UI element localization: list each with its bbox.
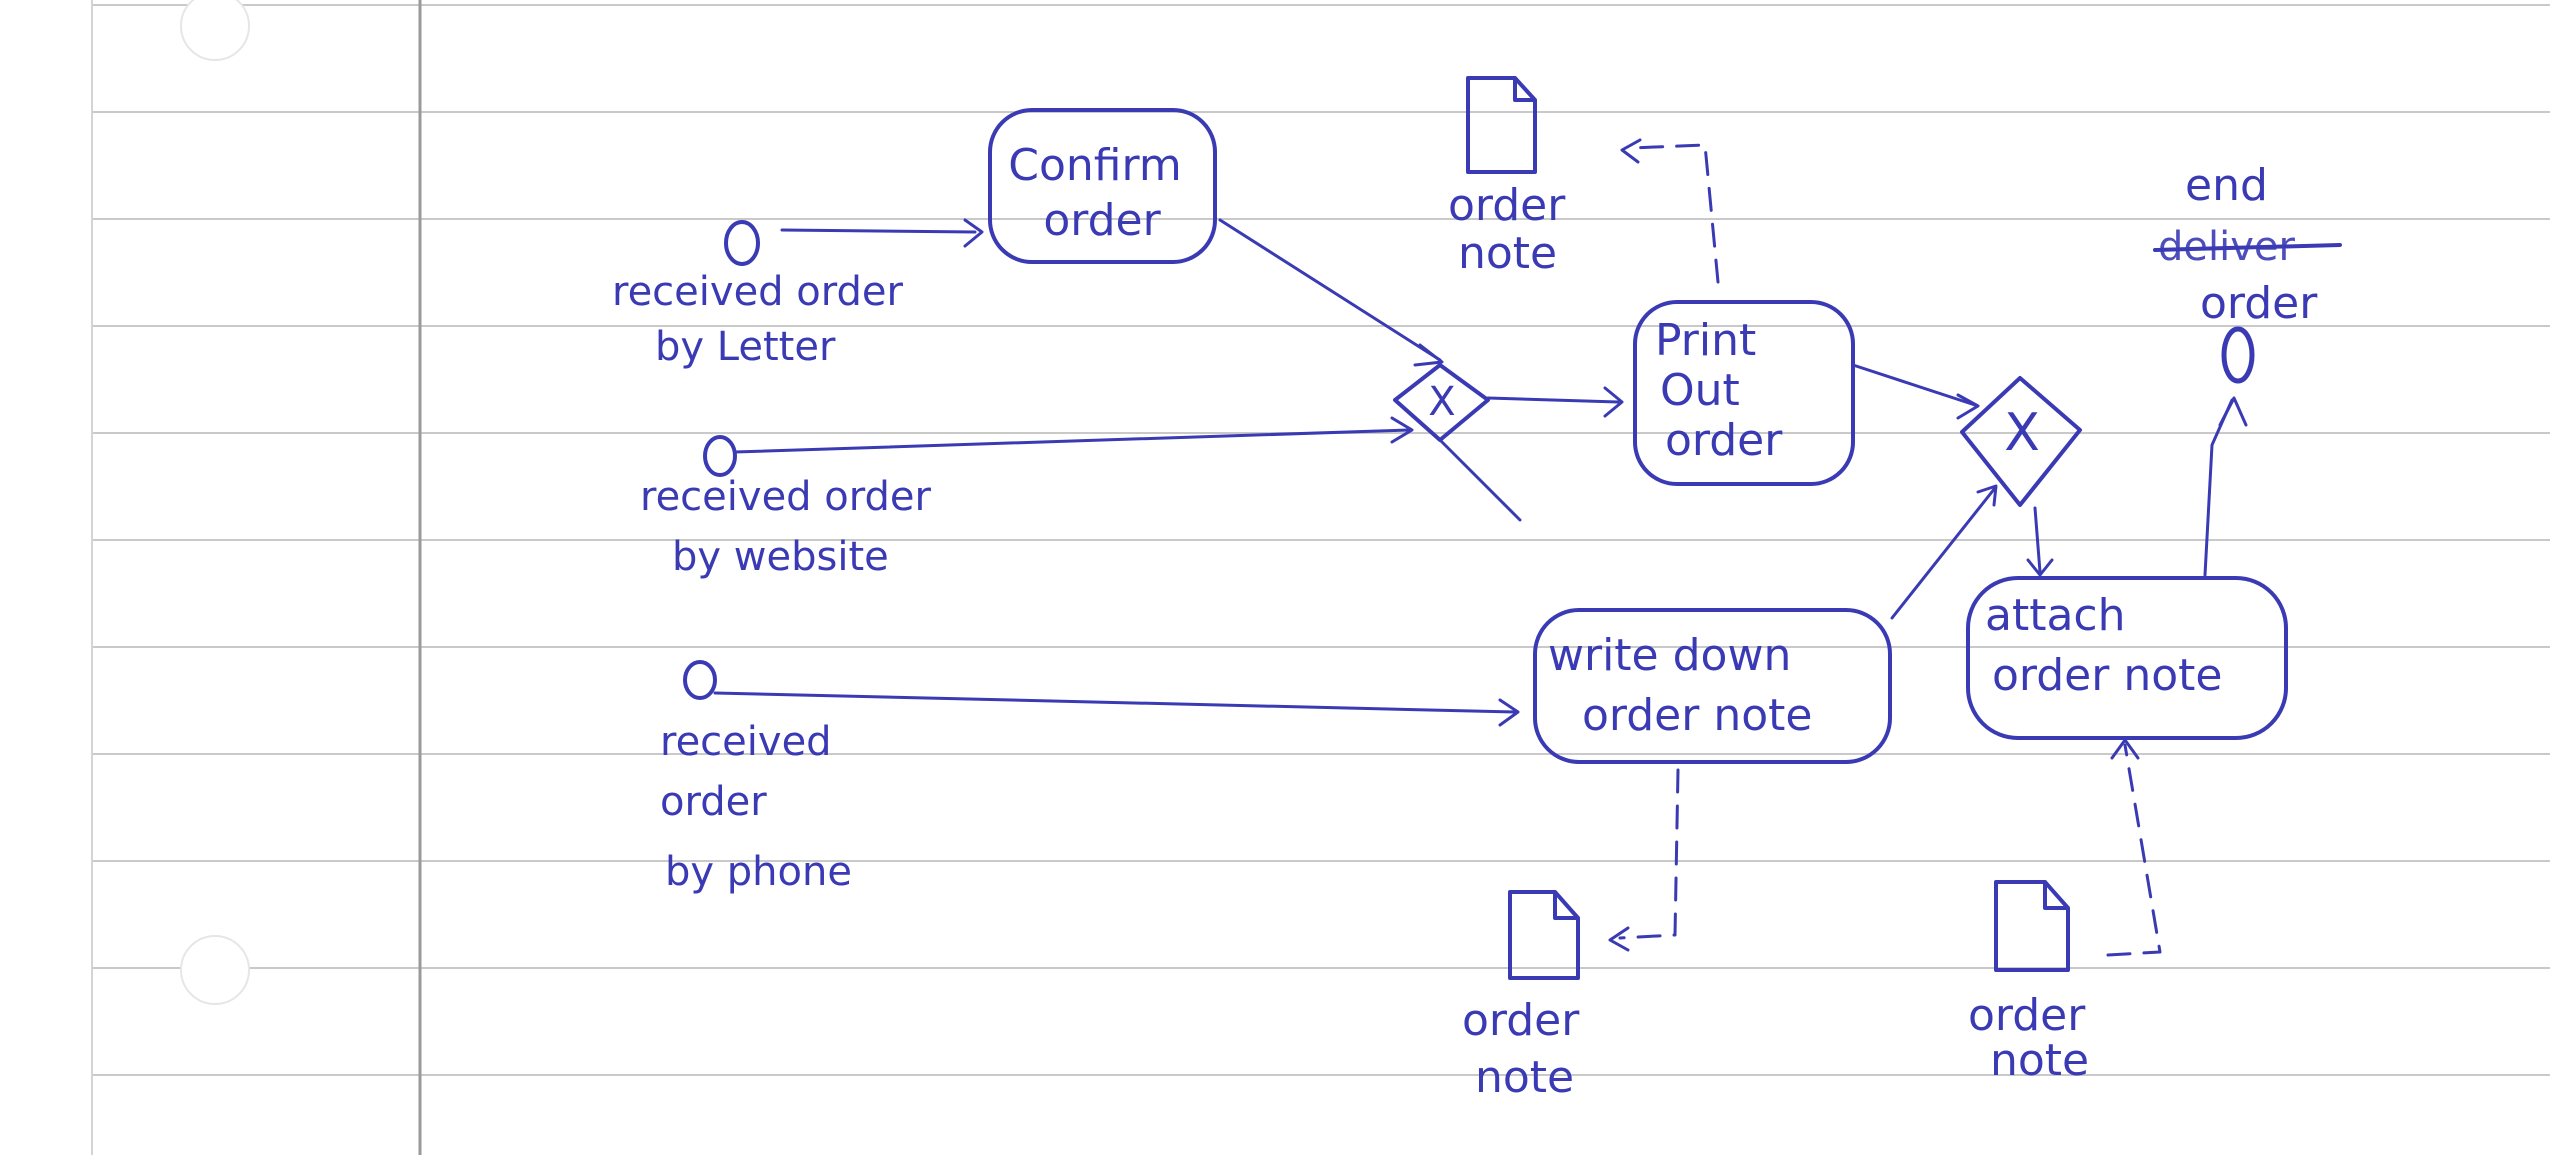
task-box bbox=[1533, 608, 1892, 764]
arrowhead bbox=[1608, 926, 1630, 952]
event-label-line: order bbox=[660, 779, 767, 825]
svg-text:order: order bbox=[2200, 278, 2318, 329]
flow-merge-to-print bbox=[1486, 396, 1620, 404]
end-label-line: end bbox=[2185, 160, 2268, 211]
task-box bbox=[1633, 300, 1855, 486]
arrowhead bbox=[1976, 484, 1998, 507]
start-event-website: received order by website bbox=[640, 435, 944, 580]
arrowhead bbox=[1390, 416, 1414, 444]
document-icon bbox=[1508, 890, 1580, 980]
end-event-circle bbox=[2221, 326, 2255, 384]
arrowhead bbox=[2110, 738, 2140, 760]
task-box bbox=[988, 108, 1217, 264]
end-label-line: order bbox=[2200, 278, 2318, 329]
data-label-line: note bbox=[1475, 1052, 1574, 1103]
data-object-order-note-top: order note bbox=[1448, 76, 1579, 279]
arrowhead bbox=[2026, 558, 2054, 577]
task-label-line: Print bbox=[1655, 315, 1756, 366]
gateway-join: X bbox=[1960, 376, 2082, 507]
arrowhead bbox=[1498, 698, 1520, 727]
task-print-out-order: Print Out order bbox=[1633, 300, 1855, 486]
svg-text:order note: order note bbox=[1448, 180, 1579, 279]
task-label-line: Confirm bbox=[1008, 140, 1181, 191]
binder-hole-bottom bbox=[180, 935, 250, 1005]
event-label-line: by website bbox=[672, 534, 889, 580]
task-confirm-order: Confirm order bbox=[988, 108, 1217, 264]
data-label-line: order bbox=[1462, 995, 1580, 1046]
flow-letter-to-confirm bbox=[780, 228, 977, 234]
strike-through bbox=[2153, 243, 2342, 252]
data-label-line: note bbox=[1458, 228, 1557, 279]
flow-write-to-join bbox=[1890, 486, 1997, 620]
svg-text:write down order note: write down order note bbox=[1548, 630, 1812, 741]
start-event-circle bbox=[683, 660, 717, 700]
svg-text:attach order note: attach order note bbox=[1985, 590, 2222, 701]
association-note-to-attach bbox=[2106, 743, 2162, 957]
event-label-line: received order bbox=[612, 269, 903, 315]
task-label-line: order note bbox=[1992, 650, 2222, 701]
flow-print-to-join bbox=[1851, 363, 1977, 407]
event-label-line: by Letter bbox=[655, 324, 836, 370]
association-print-to-note-top bbox=[1628, 143, 1720, 284]
gateway-symbol: X bbox=[2004, 403, 2040, 463]
svg-text:order note: order note bbox=[1968, 990, 2099, 1086]
svg-text:received order by Letter: received order by Letter bbox=[612, 269, 916, 370]
gateway-diamond bbox=[1960, 376, 2082, 507]
task-label-line: order note bbox=[1582, 690, 1812, 741]
data-associations bbox=[1608, 138, 2162, 957]
arrowhead bbox=[2218, 396, 2248, 427]
task-write-down-order-note: write down order note bbox=[1533, 608, 1892, 764]
flow-phone-to-write bbox=[713, 691, 1517, 714]
event-label-line: received order bbox=[640, 474, 931, 520]
ruled-lines bbox=[92, 4, 2550, 1076]
event-label-line: received bbox=[660, 719, 832, 765]
arrowhead bbox=[1413, 343, 1444, 367]
task-attach-order-note: attach order note bbox=[1966, 576, 2288, 740]
data-label-line: order bbox=[1448, 180, 1566, 231]
task-label-line: write down bbox=[1548, 630, 1791, 681]
svg-text:end: end bbox=[2185, 160, 2268, 211]
binder-hole-top bbox=[180, 0, 250, 61]
end-event-order: end deliver order bbox=[2153, 160, 2342, 384]
task-label-line: order bbox=[1043, 195, 1161, 246]
start-event-letter: received order by Letter bbox=[612, 220, 916, 370]
gateway-symbol: X bbox=[1428, 379, 1455, 425]
arrowhead bbox=[1956, 393, 1980, 420]
start-event-phone: received order by phone bbox=[660, 660, 852, 895]
svg-text:Print Out order: Print Out order bbox=[1655, 315, 1783, 466]
data-label-line: order bbox=[1968, 990, 2086, 1041]
data-label-line: note bbox=[1990, 1035, 2089, 1086]
svg-text:Confirm order: Confirm order bbox=[1008, 140, 1195, 246]
sequence-flows bbox=[713, 218, 2248, 727]
start-event-circle bbox=[703, 435, 737, 477]
flow-confirm-to-merge bbox=[1218, 218, 1442, 362]
association-write-to-note bbox=[1618, 768, 1680, 940]
document-icon bbox=[1466, 76, 1537, 174]
arrowhead bbox=[963, 218, 984, 248]
data-object-order-note-bottom-right: order note bbox=[1968, 880, 2099, 1086]
document-icon bbox=[1994, 880, 2070, 972]
task-label-line: Out bbox=[1660, 365, 1740, 416]
svg-text:received order by websit: received order by website bbox=[640, 474, 944, 580]
task-label-line: order bbox=[1665, 415, 1783, 466]
data-object-order-note-bottom-left: order note bbox=[1462, 890, 1593, 1103]
flow-website-to-merge bbox=[733, 428, 1412, 454]
flow-join-to-attach bbox=[2033, 506, 2042, 574]
arrowhead bbox=[1603, 386, 1624, 418]
event-label-line: by phone bbox=[665, 849, 852, 895]
flow-merge-stray-stroke bbox=[1438, 438, 1522, 522]
start-event-circle bbox=[724, 220, 760, 266]
task-box bbox=[1966, 576, 2288, 740]
task-label-line: attach bbox=[1985, 590, 2126, 641]
flow-attach-to-end bbox=[2203, 398, 2234, 577]
svg-text:order note: order note bbox=[1462, 995, 1593, 1103]
arrowhead bbox=[1620, 138, 1642, 164]
svg-text:received order by: received order by phone bbox=[660, 719, 852, 895]
